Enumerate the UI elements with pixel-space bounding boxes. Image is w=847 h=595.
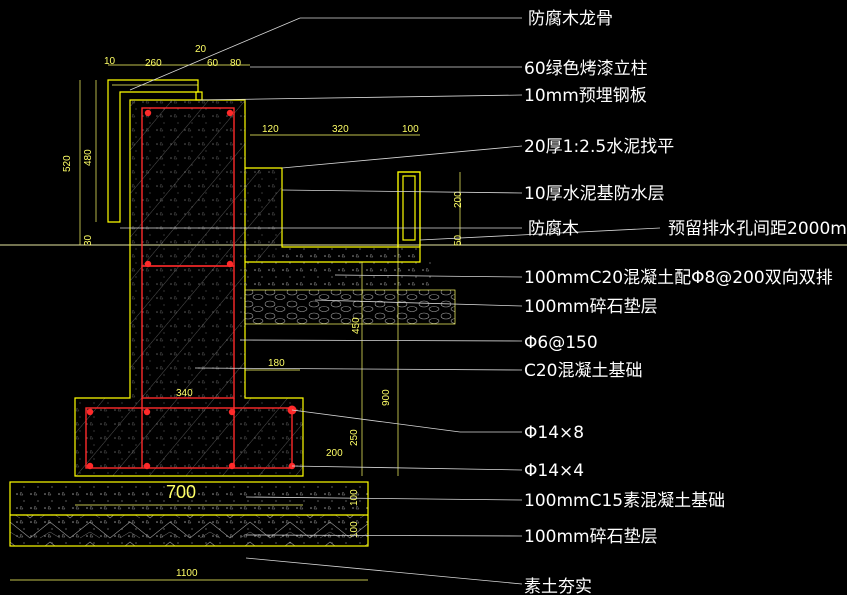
dim-20: 20	[195, 44, 207, 55]
annotation-7: 预留排水孔间距2000mm	[668, 219, 847, 239]
trench-edge-wood	[402, 175, 416, 241]
wood-cap	[107, 79, 199, 223]
dim-520: 520	[62, 155, 73, 172]
trench-floor	[282, 247, 420, 262]
dim-30: 30	[83, 234, 94, 246]
dim-10: 10	[104, 56, 116, 67]
annotation-14: 100mmC15素混凝土基础	[524, 491, 725, 511]
wall-stem-dots	[130, 100, 245, 398]
annotation-9: 100mm碎石垫层	[524, 297, 658, 317]
annotation-10: Φ6@150	[524, 333, 598, 353]
dim-450: 450	[351, 317, 362, 334]
base-outline	[9, 481, 369, 547]
rebar-cage-lower	[141, 265, 235, 399]
dim-320: 320	[332, 124, 349, 135]
dim-480: 480	[83, 149, 94, 166]
annotation-4: 20厚1:2.5水泥找平	[524, 137, 674, 157]
dim-260: 260	[145, 58, 162, 69]
steel-plate	[195, 91, 203, 101]
dim-250: 250	[349, 429, 360, 446]
annotation-5: 10厚水泥基防水层	[524, 184, 665, 204]
dim-100-b: 100	[349, 521, 360, 538]
annotation-1: 防腐木龙骨	[528, 9, 613, 29]
annotation-6: 防腐木	[528, 219, 579, 239]
footing-dots	[75, 398, 303, 476]
dim-50: 50	[453, 234, 464, 246]
rebar-cage-footing	[85, 407, 293, 469]
trench-edge	[397, 171, 421, 248]
dim-700: 700	[166, 482, 196, 502]
gravel-under-trench	[245, 290, 455, 324]
annotation-12: Φ14×8	[524, 423, 584, 443]
gravel-bed-bottom	[10, 515, 368, 546]
dim-100-top: 100	[402, 124, 419, 135]
dim-900: 900	[381, 389, 392, 406]
dim-340: 340	[176, 388, 193, 399]
annotation-16: 素土夯实	[524, 577, 592, 595]
annotation-13: Φ14×4	[524, 461, 584, 481]
annotation-15: 100mm碎石垫层	[524, 527, 658, 547]
dim-120: 120	[262, 124, 279, 135]
trench-wall-dots	[245, 170, 282, 262]
dim-80: 80	[230, 58, 242, 69]
dim-1100: 1100	[176, 568, 198, 579]
dim-200-v: 200	[453, 191, 464, 208]
annotation-11: C20混凝土基础	[524, 361, 643, 381]
annotation-3: 10mm预埋钢板	[524, 86, 647, 106]
dim-200-h: 200	[326, 448, 343, 459]
dim-180: 180	[268, 358, 285, 369]
dim-60: 60	[207, 58, 219, 69]
leader-lines	[120, 17, 661, 585]
annotation-8: 100mmC20混凝土配Φ8@200双向双排	[524, 268, 833, 288]
gravel-outline	[244, 289, 456, 325]
annotation-2: 60绿色烤漆立柱	[524, 59, 648, 79]
dim-100-a: 100	[349, 489, 360, 506]
